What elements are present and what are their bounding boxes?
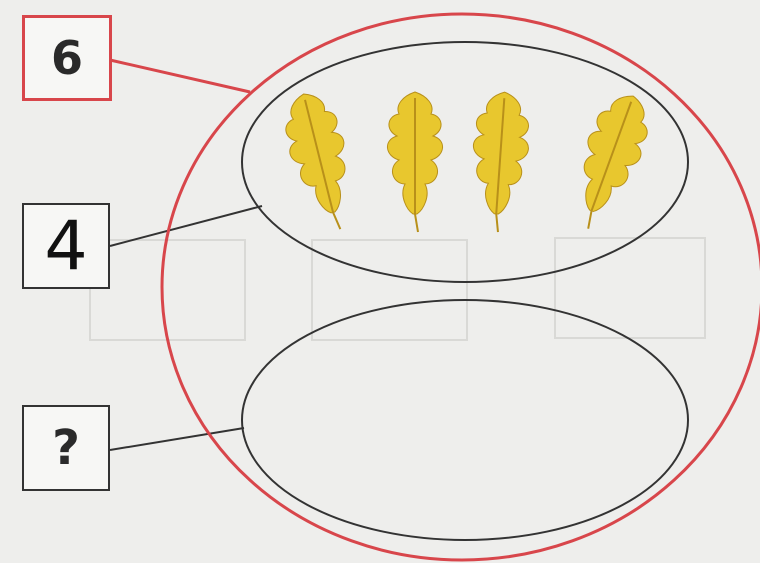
unknown-part-box: ? <box>22 405 110 491</box>
unknown-part-ellipse <box>242 300 688 540</box>
total-count-box: 6 <box>22 15 112 101</box>
oak-leaf-icon <box>387 92 442 232</box>
unknown-connector <box>110 428 244 450</box>
leaves-group <box>277 87 659 237</box>
oak-leaf-icon <box>467 90 532 234</box>
known-part-box: 4 <box>22 203 110 289</box>
whole-ellipse <box>162 14 760 560</box>
total-count-label: 6 <box>51 31 83 85</box>
oak-leaf-icon <box>277 87 364 236</box>
oak-leaf-icon <box>559 87 659 237</box>
background-ghost <box>90 238 705 340</box>
total-connector <box>110 60 250 92</box>
known-part-label: 4 <box>44 207 87 286</box>
unknown-part-label: ? <box>52 420 80 476</box>
